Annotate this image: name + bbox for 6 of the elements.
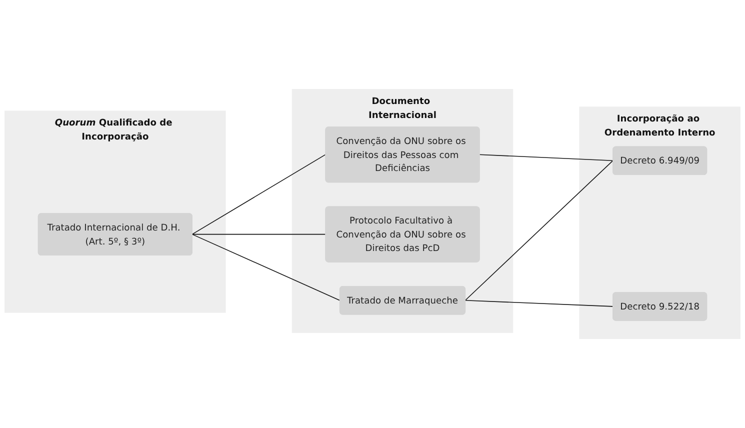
- connector: [464, 160, 614, 301]
- connector: [192, 234, 340, 301]
- connector: [192, 234, 326, 235]
- connector: [192, 154, 326, 235]
- connector: [479, 154, 614, 162]
- connector: [464, 300, 614, 307]
